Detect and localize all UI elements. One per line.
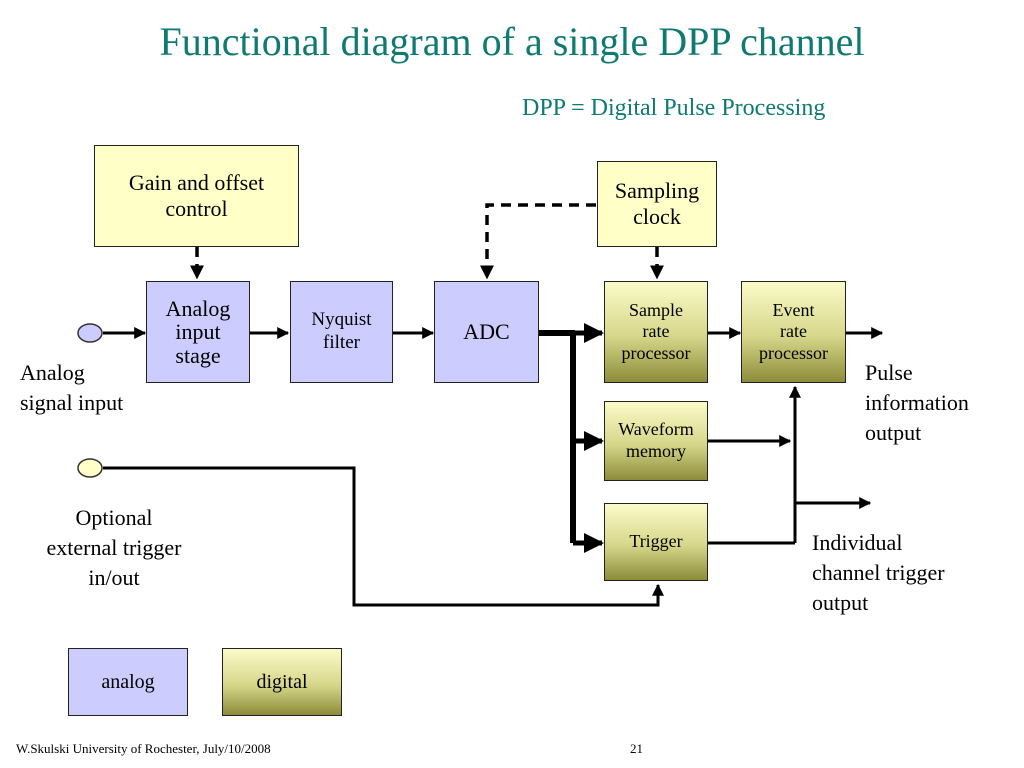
footer-page-number: 21 bbox=[630, 741, 643, 756]
adc-label: ADC bbox=[463, 318, 510, 344]
legend-analog: analog bbox=[68, 648, 188, 716]
event-rate-processor-block: Event rate processor bbox=[741, 281, 846, 383]
sample-rate-processor-label: Sample rate processor bbox=[621, 299, 691, 363]
gain-offset-control-block: Gain and offset control bbox=[94, 145, 299, 247]
channel-trigger-output-label: Individual channel trigger output bbox=[812, 530, 945, 615]
page-title: Functional diagram of a single DPP chann… bbox=[159, 19, 865, 64]
gain-offset-control-label: Gain and offset control bbox=[128, 169, 265, 221]
adc-block: ADC bbox=[434, 281, 539, 383]
analog-input-port bbox=[77, 323, 103, 343]
footer-author: W.Skulski University of Rochester, July/… bbox=[16, 741, 271, 756]
trigger-label: Trigger bbox=[629, 531, 683, 552]
sample-rate-processor-block: Sample rate processor bbox=[604, 281, 708, 383]
pulse-information-output-label: Pulse information output bbox=[865, 360, 969, 445]
legend-digital-label: digital bbox=[256, 671, 308, 693]
external-trigger-port bbox=[77, 458, 103, 478]
analog-input-stage-block: Analog input stage bbox=[146, 281, 250, 383]
page-subtitle: DPP = Digital Pulse Processing bbox=[522, 95, 826, 121]
analog-input-stage-label: Analog input stage bbox=[165, 296, 231, 368]
nyquist-filter-block: Nyquist filter bbox=[290, 281, 393, 383]
event-rate-processor-label: Event rate processor bbox=[759, 299, 828, 363]
external-trigger-label: Optional external trigger in/out bbox=[46, 505, 182, 590]
nyquist-filter-label: Nyquist filter bbox=[311, 309, 372, 353]
legend-analog-label: analog bbox=[101, 671, 155, 693]
trigger-block: Trigger bbox=[604, 503, 708, 581]
sampling-clock-block: Sampling clock bbox=[597, 161, 717, 247]
sampling-clock-label: Sampling clock bbox=[614, 177, 700, 229]
waveform-memory-label: Waveform memory bbox=[618, 419, 694, 461]
dashed-clock-to-adc bbox=[480, 203, 596, 280]
waveform-memory-block: Waveform memory bbox=[604, 401, 708, 481]
wire-external-trigger bbox=[103, 466, 664, 607]
analog-signal-input-label: Analog signal input bbox=[20, 360, 124, 415]
legend-digital: digital bbox=[222, 648, 342, 716]
